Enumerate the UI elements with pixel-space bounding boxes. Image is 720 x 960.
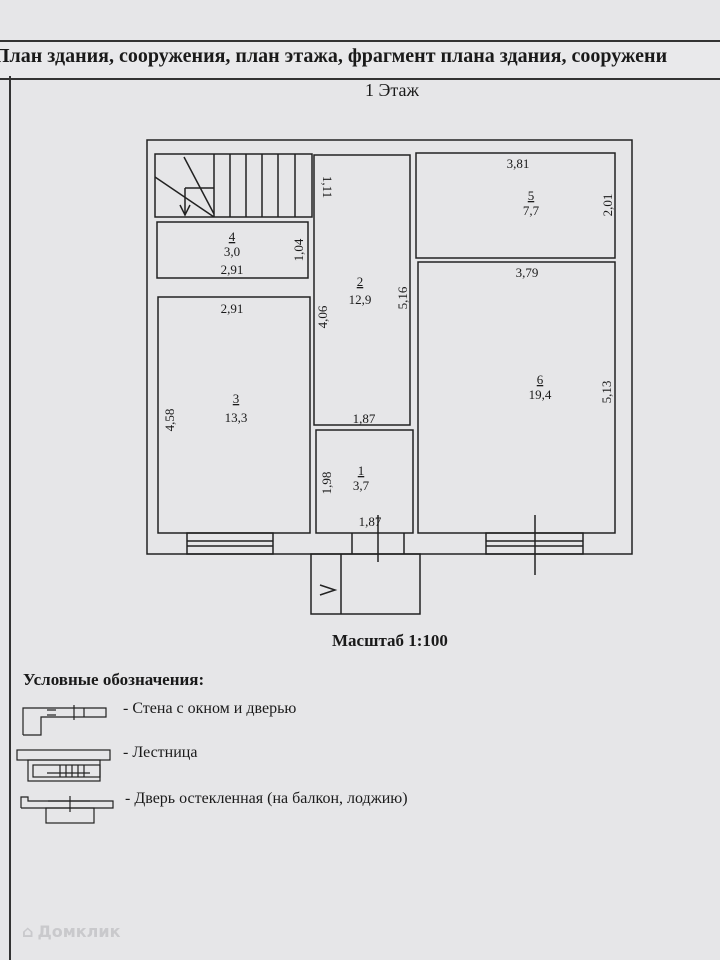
room-4 — [156, 221, 309, 279]
legend-stair-symbol — [16, 749, 111, 782]
document-title: План здания, сооружения, план этажа, фра… — [0, 45, 668, 67]
dim-r1-width: 1,87 — [359, 514, 382, 529]
room-area-4: 3,0 — [224, 244, 240, 259]
dim-r2-height-right: 5,16 — [395, 286, 410, 309]
home-logo-icon: ⌂ — [22, 922, 34, 941]
room-number-4: 4 — [229, 229, 236, 244]
legend-stair-label: - Лестница — [123, 744, 198, 761]
dim-stair-height: 1,11 — [320, 176, 335, 198]
room-number-6: 6 — [537, 372, 544, 387]
room-area-3: 13,3 — [225, 410, 248, 425]
window-room-6 — [485, 515, 584, 575]
window-room-3 — [186, 532, 274, 555]
dim-r4-height: 1,04 — [291, 238, 306, 261]
staircase — [154, 153, 313, 218]
room-number-1: 1 — [358, 463, 365, 478]
dim-r5-height: 2,01 — [600, 194, 615, 217]
room-number-3: 3 — [233, 391, 240, 406]
room-5 — [415, 152, 616, 259]
scale-label: Масштаб 1:100 — [332, 631, 448, 650]
legend-title: Условные обозначения: — [23, 670, 205, 689]
legend-wall-label: - Стена с окном и дверью — [123, 700, 297, 717]
dim-r3-width: 2,91 — [221, 301, 244, 316]
room-6 — [417, 261, 616, 534]
floor-label: 1 Этаж — [365, 80, 419, 100]
dim-r2-width: 1,87 — [353, 411, 376, 426]
room-number-2: 2 — [357, 274, 364, 289]
porch — [310, 553, 421, 615]
room-1 — [315, 429, 414, 534]
page-border — [9, 76, 11, 960]
room-number-5: 5 — [528, 188, 535, 203]
outer-wall — [146, 139, 633, 555]
legend-glazed-door-symbol — [20, 796, 114, 824]
watermark: ⌂ Домклик — [22, 922, 120, 941]
legend-glazed-door-label: - Дверь остекленная (на балкон, лоджию) — [125, 790, 408, 807]
dim-r1-height: 1,98 — [319, 472, 334, 495]
room-area-6: 19,4 — [529, 387, 552, 402]
room-area-1: 3,7 — [353, 478, 370, 493]
dim-r2-height-left: 4,06 — [315, 305, 330, 328]
dim-r4-width: 2,91 — [221, 262, 244, 277]
title-band — [0, 40, 720, 80]
room-area-2: 12,9 — [349, 292, 372, 307]
dim-r5-width: 3,81 — [507, 156, 530, 171]
dim-r6-width: 3,79 — [516, 265, 539, 280]
legend-wall-symbol — [22, 705, 107, 736]
watermark-text: Домклик — [37, 922, 121, 941]
dim-r6-height: 5,13 — [599, 381, 614, 404]
room-area-5: 7,7 — [523, 203, 540, 218]
dim-r3-height: 4,58 — [162, 409, 177, 432]
room-2 — [313, 154, 411, 426]
